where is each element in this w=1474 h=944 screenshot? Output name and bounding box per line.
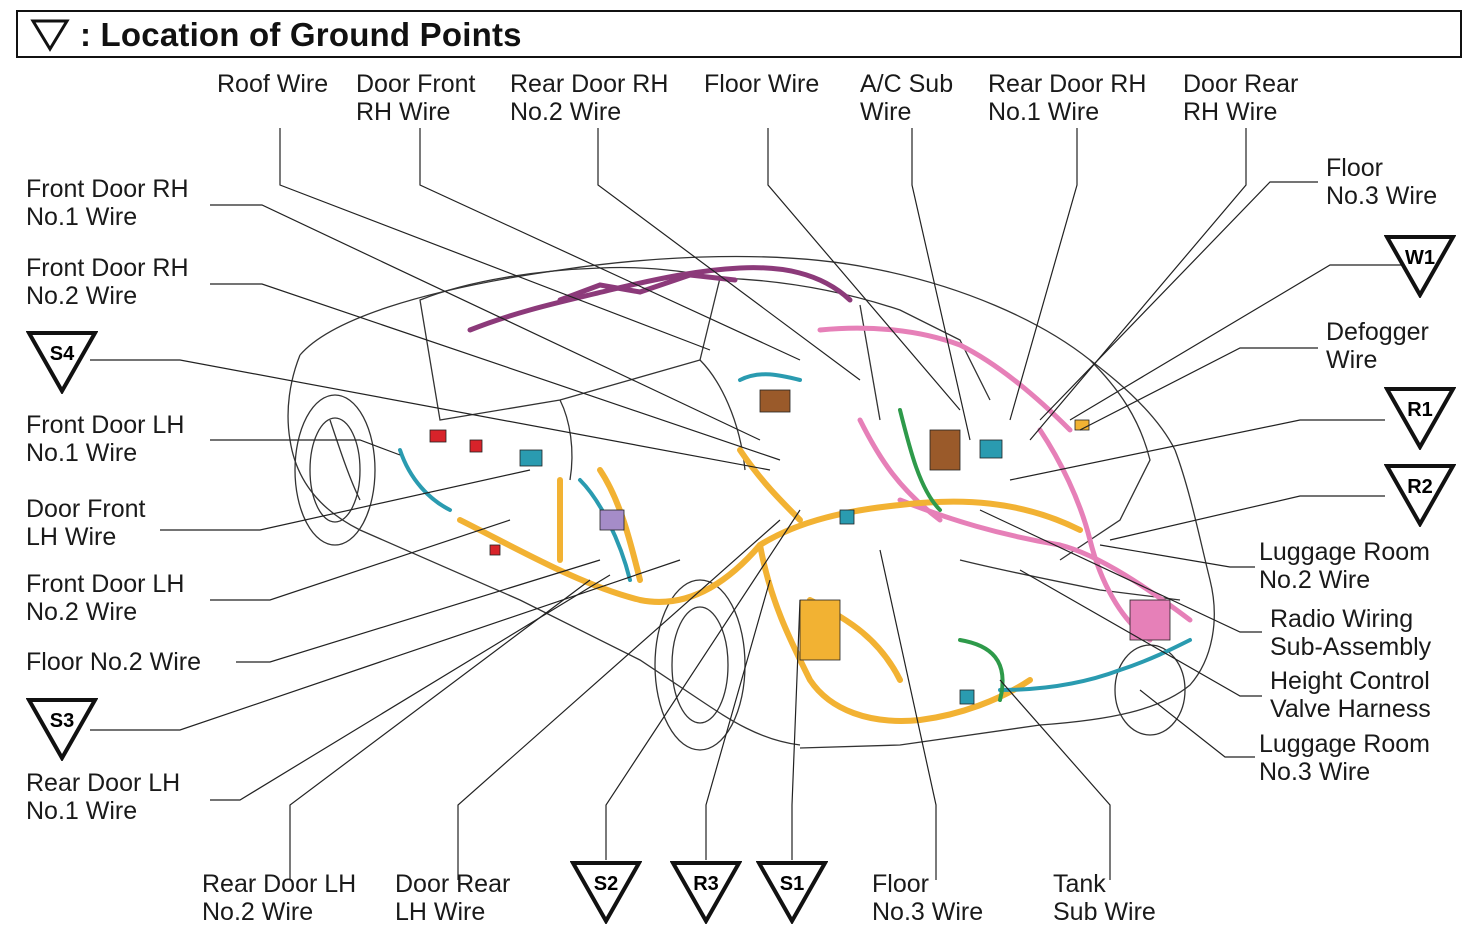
label-defogger-wire: Defogger Wire	[1326, 318, 1429, 374]
ground-label-s4: S4	[50, 343, 75, 365]
harness-connectors	[429, 389, 1171, 705]
label-rear-door-lh-no1: Rear Door LH No.1 Wire	[26, 769, 181, 825]
ground-marker-r2: R2	[1384, 464, 1456, 527]
ground-label-s1: S1	[780, 873, 804, 895]
label-door-rear-lh-wire: Door Rear LH Wire	[395, 870, 511, 926]
ground-marker-s1: S1	[756, 861, 828, 924]
floor-harness	[457, 447, 1083, 724]
vehicle-outline	[287, 255, 1215, 749]
label-ac-sub-wire: A/C Sub Wire	[860, 70, 954, 126]
label-height-control-valve-harness: Height Control Valve Harness	[1270, 667, 1431, 723]
label-door-front-rh-wire: Door Front RH Wire	[356, 70, 476, 126]
label-front-door-lh-no2: Front Door LH No.2 Wire	[26, 570, 185, 626]
ground-label-s3: S3	[50, 710, 74, 732]
label-luggage-room-no3: Luggage Room No.3 Wire	[1259, 730, 1430, 786]
ground-marker-w1: W1	[1384, 235, 1456, 298]
label-roof-wire: Roof Wire	[217, 70, 329, 98]
ground-marker-r1: R1	[1384, 387, 1456, 450]
label-front-door-rh-no1: Front Door RH No.1 Wire	[26, 175, 189, 231]
label-rear-door-rh-no2: Rear Door RH No.2 Wire	[510, 70, 669, 126]
roof-harness	[467, 265, 853, 333]
label-front-door-rh-no2: Front Door RH No.2 Wire	[26, 254, 189, 310]
label-floor-no3-top: Floor No.3 Wire	[1326, 154, 1438, 210]
ground-label-s2: S2	[594, 873, 618, 895]
ground-label-r3: R3	[693, 873, 719, 895]
ground-marker-r3: R3	[670, 861, 742, 924]
label-front-door-lh-no1: Front Door LH No.1 Wire	[26, 411, 185, 467]
ground-label-r1: R1	[1407, 399, 1433, 421]
label-rear-door-rh-no1: Rear Door RH No.1 Wire	[988, 70, 1147, 126]
label-door-front-lh-wire: Door Front LH Wire	[26, 495, 146, 551]
ground-label-r2: R2	[1407, 476, 1433, 498]
ground-triangle-icon	[30, 19, 70, 52]
leader-lines	[90, 128, 1418, 880]
ground-marker-s3: S3	[26, 698, 98, 761]
label-rear-door-lh-no2: Rear Door LH No.2 Wire	[202, 870, 357, 926]
ground-marker-s4: S4	[26, 331, 98, 394]
green-harness	[898, 408, 1005, 702]
vehicle-wheels	[294, 394, 1186, 751]
label-radio-wiring-sub-assembly: Radio Wiring Sub-Assembly	[1270, 605, 1432, 661]
ground-marker-s2: S2	[570, 861, 642, 924]
label-tank-sub-wire: Tank Sub Wire	[1053, 870, 1156, 926]
page-title: : Location of Ground Points	[80, 16, 522, 53]
label-floor-no2-wire: Floor No.2 Wire	[26, 648, 202, 676]
pink-harness	[817, 325, 1193, 643]
label-luggage-room-no2: Luggage Room No.2 Wire	[1259, 538, 1430, 594]
label-floor-wire: Floor Wire	[704, 70, 820, 98]
label-floor-no3-bottom: Floor No.3 Wire	[872, 870, 984, 926]
page-header: : Location of Ground Points	[16, 10, 1462, 58]
label-door-rear-rh-wire: Door Rear RH Wire	[1183, 70, 1299, 126]
ground-label-w1: W1	[1405, 247, 1435, 269]
